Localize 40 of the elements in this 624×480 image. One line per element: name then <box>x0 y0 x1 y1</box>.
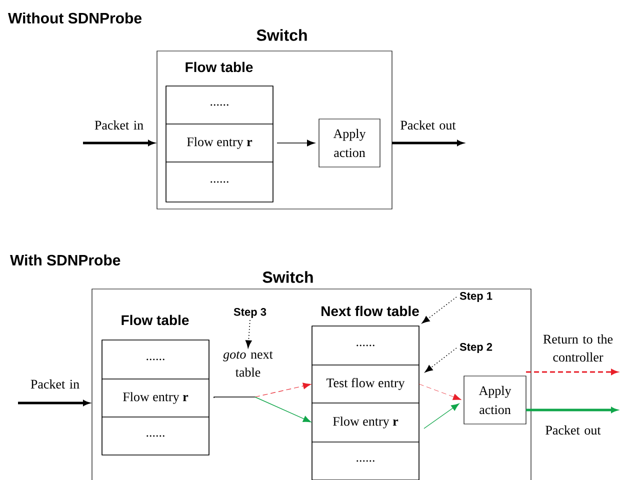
node-label: Switch <box>256 29 307 41</box>
table-row: ...... <box>102 340 210 380</box>
edge-label: Packet out <box>546 425 601 435</box>
node-label: Flow table <box>186 62 253 72</box>
table-row: Flow entry r <box>102 378 210 418</box>
arrow <box>392 140 464 146</box>
table-row: ...... <box>166 162 274 202</box>
arrow <box>214 396 312 422</box>
arrow <box>83 140 154 146</box>
edge-label: Return to the controller <box>543 334 613 362</box>
step-label: Step 1 <box>460 292 492 302</box>
section-title: Without SDNProbe <box>8 12 142 24</box>
table-row: Flow entry r <box>166 124 274 162</box>
table-row: ...... <box>102 416 210 456</box>
table-row: ...... <box>312 326 420 366</box>
leader-line <box>245 320 252 348</box>
arrow <box>526 407 618 413</box>
edge-label: Packet in <box>30 379 80 389</box>
action-box: Apply action <box>464 376 526 424</box>
table-row: ...... <box>166 86 274 124</box>
step-text: goto next table <box>223 351 273 377</box>
table-row: Flow entry r <box>312 402 420 442</box>
step-label: Step 3 <box>234 308 266 318</box>
edge-label: Packet out <box>400 120 456 130</box>
arrow <box>418 384 462 400</box>
table-row: ...... <box>312 442 420 480</box>
arrow <box>276 140 315 146</box>
leader-line <box>424 348 457 372</box>
edge-label: Packet in <box>94 120 144 130</box>
leader-line <box>422 296 457 324</box>
node-label: Flow table <box>122 314 189 326</box>
table-row: Test flow entry <box>312 364 420 404</box>
step-label: Step 2 <box>460 343 492 353</box>
arrow <box>18 400 90 406</box>
node-label: Switch <box>262 271 313 283</box>
arrow <box>424 403 460 429</box>
section-title: With SDNProbe <box>10 254 120 266</box>
node-label: Next flow table <box>322 306 419 316</box>
arrow <box>526 369 618 375</box>
action-box: Apply action <box>318 118 380 168</box>
